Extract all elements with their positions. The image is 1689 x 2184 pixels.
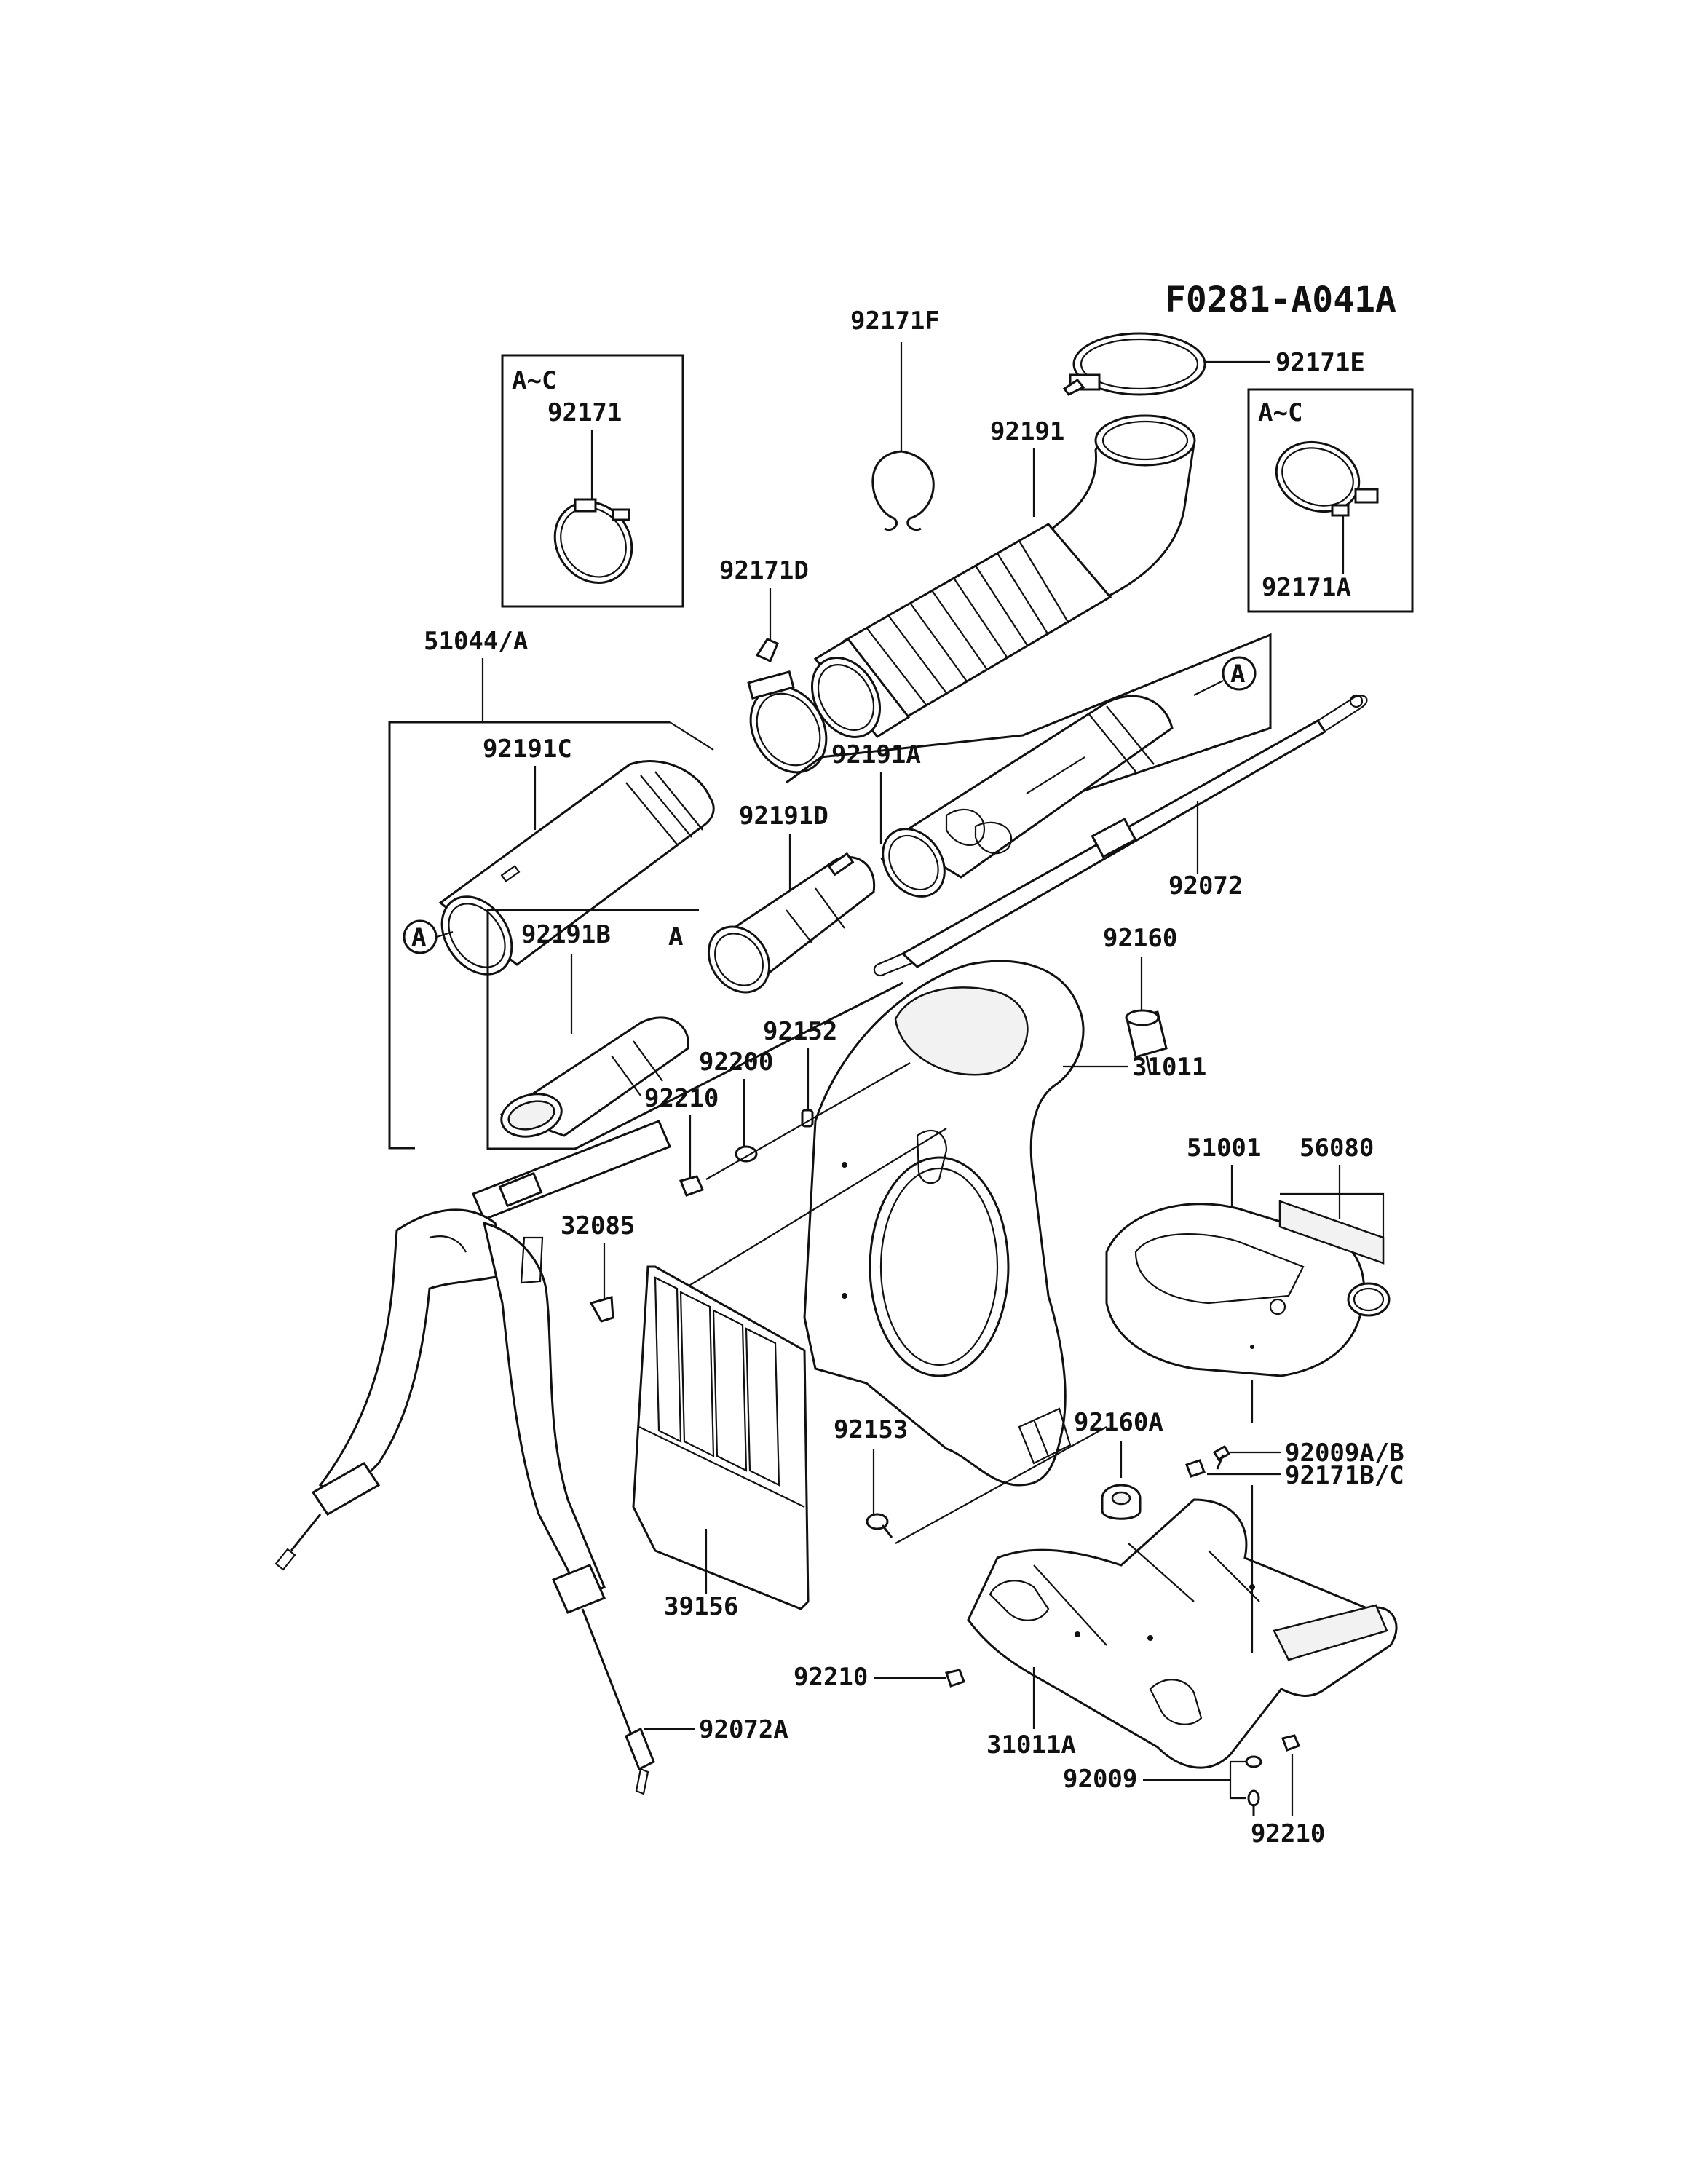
label-92153: 92153	[834, 1415, 908, 1444]
label-92191: 92191	[990, 417, 1064, 446]
label-56080: 56080	[1300, 1133, 1374, 1163]
fastener-32085: 32085	[561, 1128, 947, 1323]
label-92171E: 92171E	[1275, 348, 1365, 377]
ref-marker-left-text: A	[411, 923, 426, 952]
diagram-id: F0281-A041A	[1165, 280, 1396, 320]
inner-box-tag: A	[668, 922, 683, 951]
nut-92210-bottom: 92210	[1251, 1734, 1325, 1848]
label-92171A: 92171A	[1262, 573, 1351, 602]
wire-clip-92171F: 92171F	[850, 306, 940, 531]
box1-tag: A~C	[512, 366, 556, 395]
label-51001: 51001	[1187, 1133, 1261, 1163]
mount-92160A: 92160A	[1074, 1408, 1163, 1520]
hose-clamp-icon	[553, 498, 633, 584]
label-32085: 32085	[561, 1211, 635, 1241]
label-51044A: 51044/A	[424, 627, 528, 656]
clamp-92171D: 92171D	[719, 556, 828, 774]
pipe-92191A: 92191A	[831, 695, 1174, 898]
clamp-92171BC: 92171B/C	[1185, 1459, 1404, 1490]
nut-92210-mid: 92210	[794, 1663, 965, 1692]
strap-92072: 92072	[873, 694, 1368, 977]
box-clamp-92171A: A~C 92171A	[1247, 388, 1414, 613]
label-92171D: 92171D	[719, 556, 809, 585]
label-92210-mid: 92210	[794, 1663, 868, 1692]
fastener-group-top: 92152 92200 92210	[644, 1017, 911, 1197]
base-31011A: 31011A	[967, 1485, 1398, 1769]
label-31011: 31011	[1132, 1053, 1206, 1082]
mount-92160: 92160	[1103, 924, 1177, 1075]
screw-92153: 92153	[834, 1415, 1107, 1544]
shoulder-straps-92072A: 92072A	[274, 1120, 788, 1795]
label-92210-bottom: 92210	[1251, 1819, 1325, 1848]
frame-31011: 31011	[803, 960, 1206, 1487]
label-39156: 39156	[664, 1592, 738, 1621]
label-92009AB: 92009A/B	[1285, 1439, 1404, 1468]
label-92160: 92160	[1103, 924, 1177, 953]
label-92210-top: 92210	[644, 1084, 719, 1113]
box-92191B: 92191B A	[486, 909, 903, 1150]
ref-marker-a-top: A	[1193, 656, 1257, 696]
box2-tag: A~C	[1258, 398, 1302, 427]
label-92191C: 92191C	[483, 735, 572, 764]
fuel-tank-51001: 51001	[1105, 1133, 1391, 1423]
corrugated-hose-92191: 92191	[810, 414, 1196, 738]
label-92191B: 92191B	[521, 920, 611, 949]
nozzle-pipe-92191C: 92191C	[438, 735, 715, 976]
pipe-92191D: 92191D	[707, 802, 876, 994]
label-sheet-56080: 56080	[1278, 1133, 1385, 1265]
cover-39156: 39156	[632, 1265, 810, 1621]
label-92152: 92152	[763, 1017, 837, 1046]
label-92200: 92200	[699, 1048, 773, 1077]
label-92072: 92072	[1168, 871, 1243, 901]
label-92009: 92009	[1063, 1765, 1137, 1794]
fastener-92009AB: 92009A/B	[1212, 1439, 1404, 1470]
label-92191D: 92191D	[739, 802, 828, 831]
ref-marker-a-left: A	[403, 919, 454, 954]
label-92171: 92171	[547, 398, 622, 427]
label-31011A: 31011A	[986, 1730, 1076, 1760]
group-51044A: 51044/A	[388, 627, 1272, 1150]
label-92191A: 92191A	[831, 740, 921, 769]
label-92072A: 92072A	[699, 1715, 788, 1744]
ref-marker-top-text: A	[1230, 660, 1245, 689]
fastener-92009: 92009	[1063, 1755, 1262, 1816]
label-92171F: 92171F	[850, 306, 940, 336]
label-92171BC: 92171B/C	[1285, 1461, 1404, 1490]
hose-clamp-icon	[1275, 440, 1379, 517]
clamp-92171E: 92171E	[1062, 332, 1365, 396]
box-clamp-92171: A~C 92171	[501, 354, 684, 608]
label-92160A: 92160A	[1074, 1408, 1163, 1437]
